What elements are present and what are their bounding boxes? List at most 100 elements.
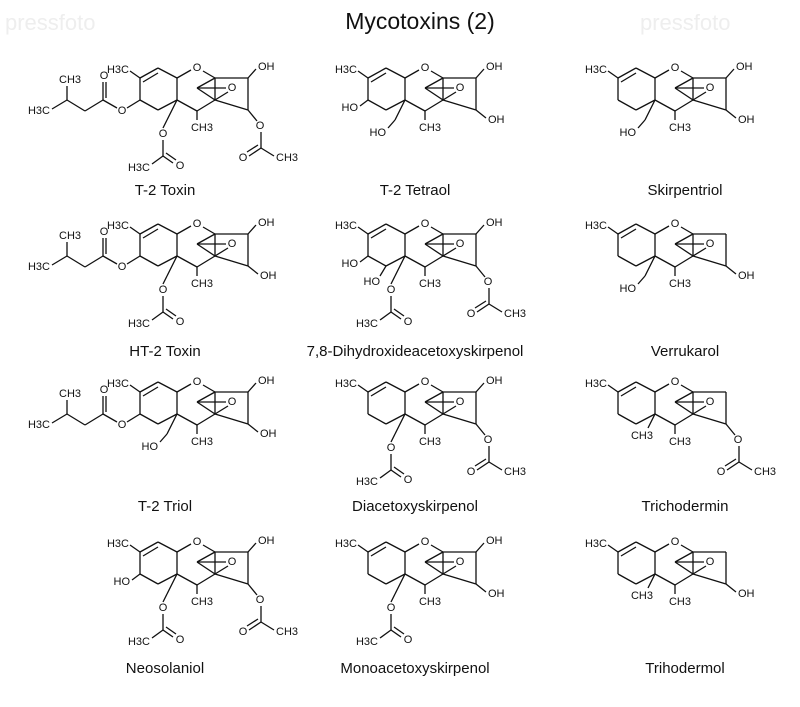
bond (196, 87, 216, 101)
bond (162, 119, 168, 129)
atom-label: CH3 (191, 436, 213, 448)
bond (51, 255, 68, 266)
atom-label: HO (370, 127, 387, 139)
compound-name: Diacetoxyskirpenol (352, 498, 478, 515)
atom-label: O (404, 634, 413, 646)
bond (151, 311, 164, 321)
bond (404, 383, 420, 393)
bond (157, 223, 178, 235)
bond (442, 573, 477, 585)
atom-label: O (176, 634, 185, 646)
bond (475, 583, 487, 593)
bond (247, 382, 257, 393)
bond (202, 544, 216, 553)
atom-label: H3C (356, 476, 378, 488)
bond (424, 573, 444, 586)
bond (674, 551, 694, 563)
atom-label: O (118, 419, 127, 431)
bond (393, 466, 405, 475)
atom-label: O (159, 602, 168, 614)
bond (126, 255, 141, 265)
bond (404, 99, 426, 112)
bond (607, 544, 619, 553)
bond (157, 67, 178, 79)
bond (617, 223, 637, 235)
compound-name: Monoacetoxyskirpenol (340, 660, 490, 677)
atom-label: O (421, 536, 430, 548)
bond (196, 573, 216, 586)
bond (102, 99, 118, 109)
bond (725, 583, 737, 593)
bond (725, 68, 735, 79)
bond (196, 243, 216, 257)
atom-label: OH (258, 61, 275, 73)
atom-label: O (228, 238, 237, 250)
bond (692, 573, 727, 585)
watermark-text: pressfoto (640, 10, 731, 35)
bond (176, 255, 198, 268)
atom-label: H3C (128, 318, 150, 330)
bond (390, 469, 402, 478)
compound-name: T-2 Triol (137, 498, 193, 515)
bond (165, 308, 177, 317)
bond (367, 413, 387, 425)
bond (394, 255, 406, 277)
bond (442, 565, 457, 575)
bond (474, 300, 487, 309)
bond (385, 573, 406, 585)
bond (162, 629, 174, 638)
bond (139, 99, 159, 111)
atom-label: OH (486, 61, 503, 73)
bond (404, 543, 420, 553)
bond (726, 461, 740, 471)
bond (166, 413, 178, 435)
bond (635, 99, 656, 111)
bond (247, 224, 257, 235)
bond (617, 255, 637, 267)
bond (176, 383, 192, 393)
atom-label: O (456, 396, 465, 408)
watermark-text: pressfoto (5, 10, 96, 35)
bond (166, 255, 178, 277)
bond (196, 413, 216, 426)
bond (214, 565, 229, 575)
atom-label: O (387, 284, 396, 296)
bond (139, 381, 159, 393)
atom-label: CH3 (59, 230, 81, 242)
bond (367, 255, 387, 267)
atom-label: O (176, 316, 185, 328)
diagram-title: Mycotoxins (2) (345, 8, 495, 34)
compound-name: Skirpentriol (647, 182, 723, 199)
atom-label: O (671, 376, 680, 388)
atom-label: OH (486, 535, 503, 547)
atom-label: H3C (128, 636, 150, 648)
atom-label: O (421, 218, 430, 230)
bond (394, 99, 406, 121)
bond (674, 243, 694, 257)
atom-label: CH3 (276, 626, 298, 638)
atom-label: CH3 (191, 596, 213, 608)
atom-label: O (706, 556, 715, 568)
bond (725, 109, 737, 119)
atom-label: O (228, 396, 237, 408)
bond (196, 99, 216, 112)
bond (129, 70, 141, 79)
bond (157, 573, 178, 585)
bond (393, 308, 405, 317)
bond (176, 573, 198, 586)
bond (51, 99, 68, 110)
bond (390, 629, 402, 638)
bond (196, 561, 216, 575)
atom-label: CH3 (59, 74, 81, 86)
atom-label: OH (258, 217, 275, 229)
bond (126, 99, 141, 109)
bond (654, 543, 670, 553)
bond (474, 458, 487, 467)
bond (620, 228, 637, 239)
bond (644, 255, 656, 277)
